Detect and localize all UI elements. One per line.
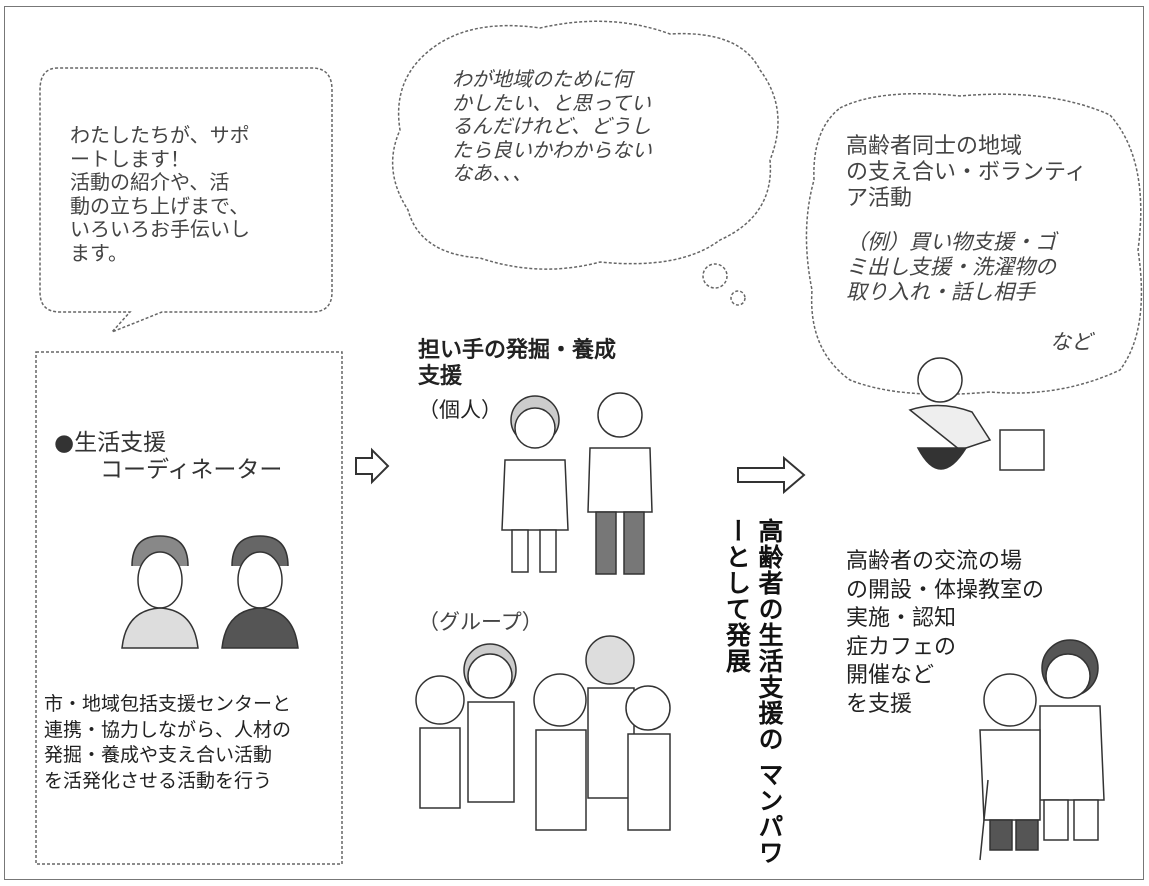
right-bubble-text: 高齢者同士の地域 の支え合い・ボランティ ア活動: [846, 134, 1087, 211]
right-bottom-text: 高齢者の交流の場 の開設・体操教室の 実施・認知 症カフェの 開催など を支援: [846, 549, 1045, 717]
right-bubble-etc: など: [1050, 330, 1092, 354]
person-icon: [501, 392, 653, 575]
center-heading: 担い手の発掘・養成 支援: [418, 338, 617, 389]
volunteer-figure: [908, 357, 1045, 471]
arrow-right-icon: [355, 447, 390, 485]
thought-dot-large: [702, 263, 728, 289]
arrow-right-icon: [737, 455, 806, 495]
elderly-pair-figure: [979, 639, 1105, 861]
left-bubble-text: わたしたちが、サポ ートします！ 活動の紹介や、活 動の立ち上げまで、 いろいろ…: [70, 123, 250, 265]
individual-label: （個人）: [418, 398, 502, 422]
coordinator-box-outline: [35, 351, 343, 865]
diagram-frame: [4, 6, 1144, 880]
middle-bubble-text: わが地域のために何 かしたい、と思ってい るんだけれど、どうし たら良いかわから…: [452, 67, 652, 186]
vertical-caption: 高齢者の生活支援の マンパワーとして発展: [722, 518, 785, 866]
middle-thought-cloud: [391, 20, 779, 270]
coordinator-title: ●生活支援 コーディネーター: [54, 430, 283, 484]
coordinator-figures: [121, 535, 299, 649]
right-bubble-example: （例）買い物支援・ゴ ミ出し支援・洗濯物の 取り入れ・話し相手: [846, 230, 1056, 304]
thought-dot-small: [730, 290, 746, 306]
group-icon: [415, 635, 671, 831]
group-label: （グループ）: [418, 610, 543, 634]
left-speech-bubble: [39, 67, 333, 333]
coordinator-description: 市・地域包括支援センターと 連携・協力しながら、人材の 発掘・養成や支え合い活動…: [44, 693, 292, 792]
